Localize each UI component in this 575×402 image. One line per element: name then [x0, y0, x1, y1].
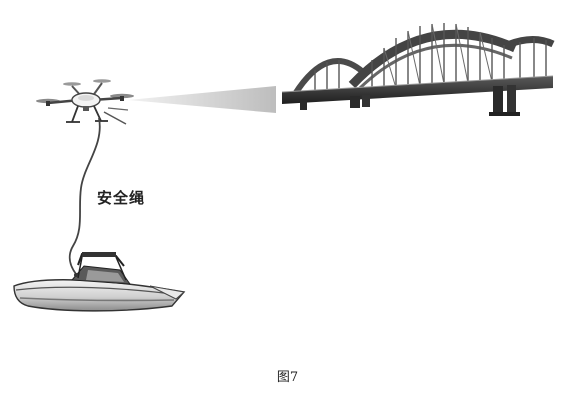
- safety-rope-label: 安全绳: [97, 189, 146, 207]
- arch-bridge: [281, 23, 555, 116]
- figure-caption: 图7: [276, 370, 299, 385]
- camera-beam: [128, 86, 276, 113]
- boat-icon: [13, 252, 186, 312]
- drone-icon: [36, 79, 134, 125]
- safety-rope: [68, 117, 101, 275]
